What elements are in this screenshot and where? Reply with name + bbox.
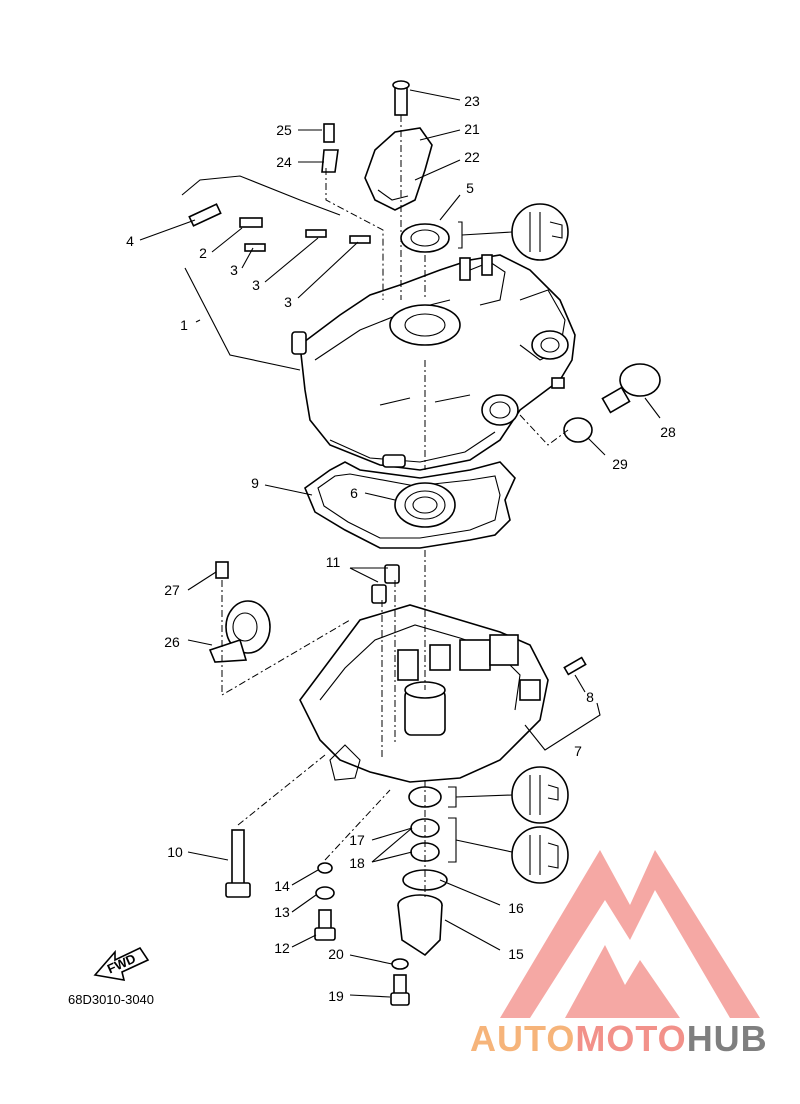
callout-3c: 3 [284,294,292,310]
callout-2: 2 [199,245,207,261]
callout-19: 19 [328,988,344,1004]
bearing [394,482,456,528]
callout-10: 10 [167,844,183,860]
drain-plug [563,363,661,443]
callout-15: 15 [508,946,524,962]
callout-25: 25 [276,122,292,138]
watermark-logo [500,850,760,1018]
watermark-text: AUTOMOTOHUB [470,1018,768,1060]
callout-3b: 3 [252,277,260,293]
cover-plate [364,80,433,211]
oil-pump-gear [208,561,271,663]
callout-labels: 1 2 3 3 3 4 5 6 7 8 9 10 11 12 13 14 15 … [126,93,676,1004]
oil-seal [400,223,450,253]
callout-28: 28 [660,424,676,440]
callout-4: 4 [126,233,134,249]
callout-12: 12 [274,940,290,956]
callout-27: 27 [164,582,180,598]
watermark-moto: MOTO [575,1018,687,1059]
callout-13: 13 [274,904,290,920]
callout-17: 17 [349,832,365,848]
long-bolt [225,829,251,898]
callout-20: 20 [328,946,344,962]
dowel-pins [181,175,371,252]
callout-3a: 3 [230,262,238,278]
callout-22: 22 [464,149,480,165]
callout-9: 9 [251,475,259,491]
callout-23: 23 [464,93,480,109]
callout-26: 26 [164,634,180,650]
watermark-auto: AUTO [470,1018,576,1059]
callout-11: 11 [326,554,341,570]
callout-8: 8 [586,689,594,705]
callout-29: 29 [612,456,628,472]
part-code: 68D3010-3040 [68,992,154,1007]
callout-18: 18 [349,855,365,871]
callout-1: 1 [180,317,188,333]
callout-21: 21 [464,121,480,137]
sleeve-housing [397,894,443,957]
lower-crankcase [299,604,549,783]
watermark-hub: HUB [686,1018,768,1059]
upper-crankcase [291,254,576,471]
fwd-arrow: FWD [93,946,150,981]
callout-7: 7 [574,743,582,759]
callout-24: 24 [276,154,292,170]
callout-14: 14 [274,878,290,894]
callout-6: 6 [350,485,358,501]
callout-16: 16 [508,900,524,916]
callout-5: 5 [466,180,474,196]
